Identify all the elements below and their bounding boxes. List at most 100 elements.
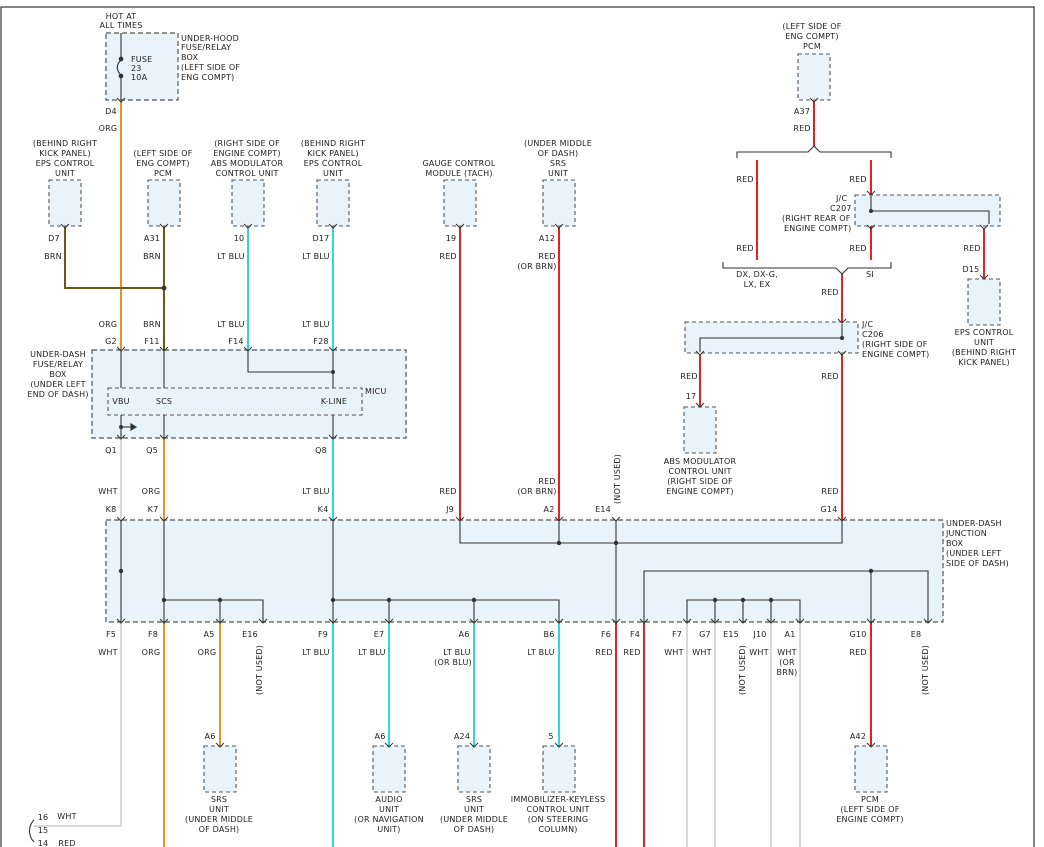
diagram-label: D15 <box>963 265 980 274</box>
diagram-label: (BEHIND RIGHT <box>301 139 365 148</box>
diagram-label: (RIGHT SIDE OF <box>214 139 280 148</box>
diagram-label: RED <box>736 175 753 184</box>
diagram-label: ORG <box>99 124 118 133</box>
diagram-label: K4 <box>318 505 329 514</box>
terminal-chevron <box>979 274 989 280</box>
micu-internal <box>120 350 334 438</box>
diagram-label: IMMOBILIZER-KEYLESS <box>511 795 605 804</box>
diagram-label: (OR BRN) <box>517 487 556 496</box>
diagram-label: (LEFT SIDE OF <box>782 22 841 31</box>
diagram-label: ENGINE COMPT) <box>836 815 903 824</box>
wire-wht-f5 <box>34 622 122 827</box>
terminal-chevron <box>215 618 225 624</box>
diagram-label: UNDER-HOOD <box>181 34 239 43</box>
terminal-chevron <box>243 346 253 352</box>
diagram-label: 23 <box>131 64 142 73</box>
diagram-label: UNIT <box>548 169 568 178</box>
terminal-chevron <box>159 223 169 229</box>
diagram-label: C207 <box>830 204 852 213</box>
diagram-label: UNIT <box>379 805 399 814</box>
diagram-label: F11 <box>144 337 159 346</box>
terminal-chevron <box>328 434 338 440</box>
diagram-label: F6 <box>601 630 611 639</box>
diagram-label: F9 <box>318 630 328 639</box>
diagram-label: CONTROL UNIT <box>526 805 589 814</box>
diagram-label: B6 <box>544 630 555 639</box>
terminal-chevron <box>554 516 564 522</box>
diagram-label: ENG COMPT) <box>785 32 838 41</box>
wires <box>34 101 985 847</box>
pcm-a42 <box>854 745 888 793</box>
diagram-label: UNDER-DASH <box>30 350 86 359</box>
terminal-chevron <box>328 618 338 624</box>
eps-control-unit-d7 <box>48 179 82 227</box>
diagram-label: ENG COMPT) <box>136 159 189 168</box>
diagram-label: LT BLU <box>217 252 244 261</box>
diagram-label: WHT <box>57 812 76 821</box>
diagram-label: F14 <box>228 337 243 346</box>
diagram-label: EPS CONTROL <box>36 159 95 168</box>
not-used-label: (NOT USED) <box>921 645 930 695</box>
diagram-label: (UNDER MIDDLE <box>185 815 253 824</box>
terminal-chevron <box>710 618 720 624</box>
diagram-label: WHT <box>777 648 796 657</box>
diagram-label: PCM <box>861 795 879 804</box>
diagram-label: SRS <box>550 159 566 168</box>
diagram-label: RED <box>439 487 456 496</box>
diagram-label: MODULE (TACH) <box>425 169 492 178</box>
terminal-chevron <box>682 618 692 624</box>
terminal-chevron <box>469 618 479 624</box>
diagram-label: G10 <box>850 630 867 639</box>
diagram-label: E14 <box>595 505 611 514</box>
diagram-label: RED <box>439 252 456 261</box>
diagram-label: BOX <box>181 53 199 62</box>
diagram-label: J/C <box>835 194 847 203</box>
terminal-chevron <box>215 742 225 748</box>
terminal-chevron <box>455 223 465 229</box>
terminal-chevron <box>695 350 705 356</box>
diagram-label: ALL TIMES <box>99 21 142 30</box>
diagram-label: ENGINE COMPT) <box>862 350 929 359</box>
diagram-label: (OR BLU) <box>434 658 472 667</box>
diagram-label: A31 <box>144 234 160 243</box>
diagram-label: BRN <box>143 252 161 261</box>
diagram-label: Q1 <box>105 446 117 455</box>
terminal-chevron <box>159 618 169 624</box>
terminal-chevron <box>695 402 705 408</box>
fuse-23-symbol <box>116 33 124 100</box>
srs-unit-a6 <box>203 745 237 793</box>
diagram-label: G14 <box>821 505 838 514</box>
diagram-label: 5 <box>548 732 553 741</box>
diagram-label: RED <box>595 648 612 657</box>
diagram-label: LX, EX <box>744 280 771 289</box>
diagram-label: F4 <box>630 630 640 639</box>
diagram-label: RED <box>680 372 697 381</box>
srs-unit-a12 <box>542 179 576 227</box>
diagram-label: SCS <box>156 397 172 406</box>
diagram-label: E8 <box>911 630 922 639</box>
terminal-chevron <box>923 618 933 624</box>
diagram-label: LT BLU <box>302 487 329 496</box>
immobilizer-keyless-5 <box>542 745 576 793</box>
terminal-chevron <box>328 223 338 229</box>
diagram-label: WHT <box>98 487 117 496</box>
terminal-chevron <box>837 516 847 522</box>
eps-control-unit-d17 <box>316 179 350 227</box>
terminal-chevron <box>384 742 394 748</box>
diagram-label: RED <box>963 244 980 253</box>
variant-brackets <box>722 145 892 275</box>
diagram-label: LT BLU <box>217 320 244 329</box>
diagram-label: WHT <box>749 648 768 657</box>
diagram-label: ORG <box>198 648 217 657</box>
diagram-label: (OR BRN) <box>517 262 556 271</box>
eps-control-unit-d15 <box>967 278 1001 326</box>
diagram-label: J9 <box>445 505 454 514</box>
diagram-label: J/C <box>861 320 873 329</box>
terminal-chevron <box>116 97 126 103</box>
diagram-label: RED <box>821 487 838 496</box>
under-hood-fuse-box <box>105 32 179 101</box>
diagram-label: A6 <box>205 732 216 741</box>
diagram-label: (UNDER MIDDLE <box>524 139 592 148</box>
terminal-chevron <box>554 223 564 229</box>
diagram-label: G7 <box>699 630 711 639</box>
